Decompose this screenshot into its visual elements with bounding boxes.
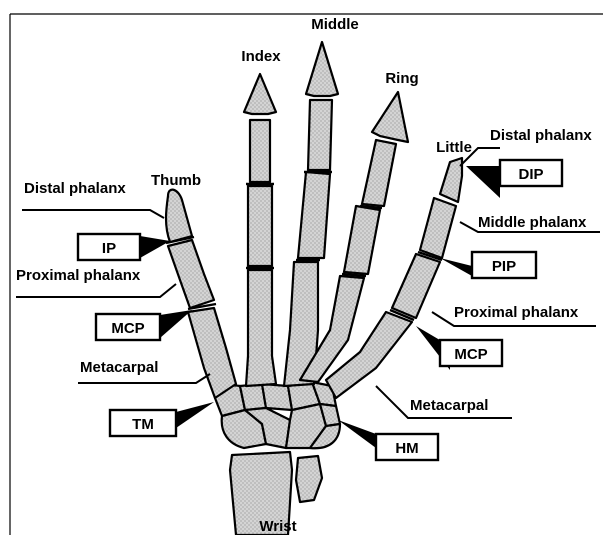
joint-label-pip: PIP <box>492 258 516 275</box>
finger-label-thumb: Thumb <box>151 172 201 189</box>
bone-label-distal-phalanx-thumb: Distal phalanx <box>24 180 126 197</box>
finger-label-little: Little <box>436 139 472 156</box>
joint-box-pip: PIP <box>472 252 536 278</box>
bone-label-proximal-phalanx-thumb: Proximal phalanx <box>16 267 141 284</box>
joint-label-tm: TM <box>132 416 154 433</box>
joint-box-tm: TM <box>110 410 176 436</box>
joint-box-mcp-little: MCP <box>440 340 502 366</box>
joint-box-mcp-thumb: MCP <box>96 314 160 340</box>
joint-label-ip: IP <box>102 240 116 257</box>
carpal-bones <box>215 382 340 448</box>
joint-label-hm: HM <box>395 440 418 457</box>
joint-box-hm: HM <box>376 434 438 460</box>
joint-label-mcp-thumb: MCP <box>111 320 144 337</box>
joint-box-ip: IP <box>78 234 140 260</box>
bone-label-metacarpal-little: Metacarpal <box>410 397 488 414</box>
joint-label-mcp-little: MCP <box>454 346 487 363</box>
finger-label-index: Index <box>241 48 281 65</box>
bone-label-distal-phalanx-little: Distal phalanx <box>490 127 592 144</box>
finger-label-middle: Middle <box>311 16 359 33</box>
bone-label-metacarpal-thumb: Metacarpal <box>80 359 158 376</box>
joint-box-dip: DIP <box>500 160 562 186</box>
finger-label-ring: Ring <box>385 70 418 87</box>
thumb-bones <box>166 190 236 398</box>
joint-label-dip: DIP <box>518 166 543 183</box>
index-finger-bones <box>244 74 276 386</box>
bone-label-proximal-phalanx-little: Proximal phalanx <box>454 304 579 321</box>
bone-label-wrist: Wrist <box>259 518 296 535</box>
bone-label-middle-phalanx: Middle phalanx <box>478 214 587 231</box>
